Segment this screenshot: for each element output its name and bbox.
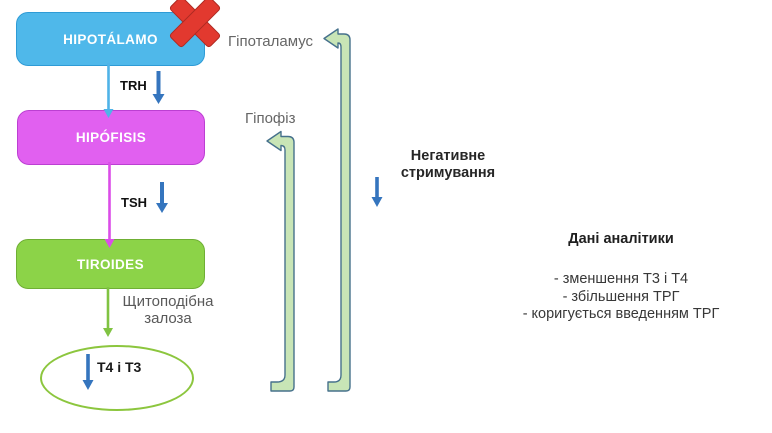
red-x-icon bbox=[169, 0, 221, 48]
analytics-item: - зменшення Т3 і Т4 bbox=[553, 271, 689, 287]
t4-t3-decrease-arrow bbox=[82, 354, 94, 390]
trh-label: TRH bbox=[120, 78, 147, 93]
tsh-label: TSH bbox=[121, 195, 147, 210]
thyroid-box: TIROIDES bbox=[16, 239, 205, 289]
negative-feedback-label: Негативне стримування bbox=[400, 148, 496, 182]
negative-feedback-decrease-arrow bbox=[371, 177, 383, 207]
analytics-panel: Дані аналітики - зменшення Т3 і Т4 - збі… bbox=[468, 231, 772, 324]
pituitary-to-thyroid-arrow bbox=[104, 162, 115, 248]
t4-t3-ellipse bbox=[40, 345, 194, 411]
trh-decrease-arrow bbox=[152, 71, 165, 104]
pituitary-ua-label: Гіпофіз bbox=[245, 110, 296, 127]
pituitary-label: HIPÓFISIS bbox=[75, 130, 147, 145]
hypothalamus-to-pituitary-arrow bbox=[103, 63, 114, 118]
analytics-item: - коригується введенням ТРГ bbox=[522, 306, 720, 322]
analytics-title: Дані аналітики bbox=[568, 231, 674, 247]
thyroid-to-output-arrow bbox=[103, 287, 113, 337]
t4-t3-label: T4 i T3 bbox=[97, 359, 142, 375]
thyroid-gland-ua-label: Щитоподібна залоза bbox=[122, 293, 214, 328]
pituitary-box: HIPÓFISIS bbox=[17, 110, 205, 165]
analytics-item: - збільшення ТРГ bbox=[562, 288, 680, 305]
hypothalamus-ua-label: Гіпоталамус bbox=[228, 33, 314, 50]
tsh-decrease-arrow bbox=[156, 182, 168, 213]
hypothalamus-label: HIPOTÁLAMO bbox=[63, 31, 158, 47]
feedback-arrow-to-hypothalamus bbox=[323, 28, 351, 392]
analytics-items: - зменшення Т3 і Т4 - збільшення ТРГ - к… bbox=[468, 271, 772, 324]
feedback-arrow-to-pituitary bbox=[266, 130, 295, 392]
thyroid-label: TIROIDES bbox=[77, 256, 144, 272]
